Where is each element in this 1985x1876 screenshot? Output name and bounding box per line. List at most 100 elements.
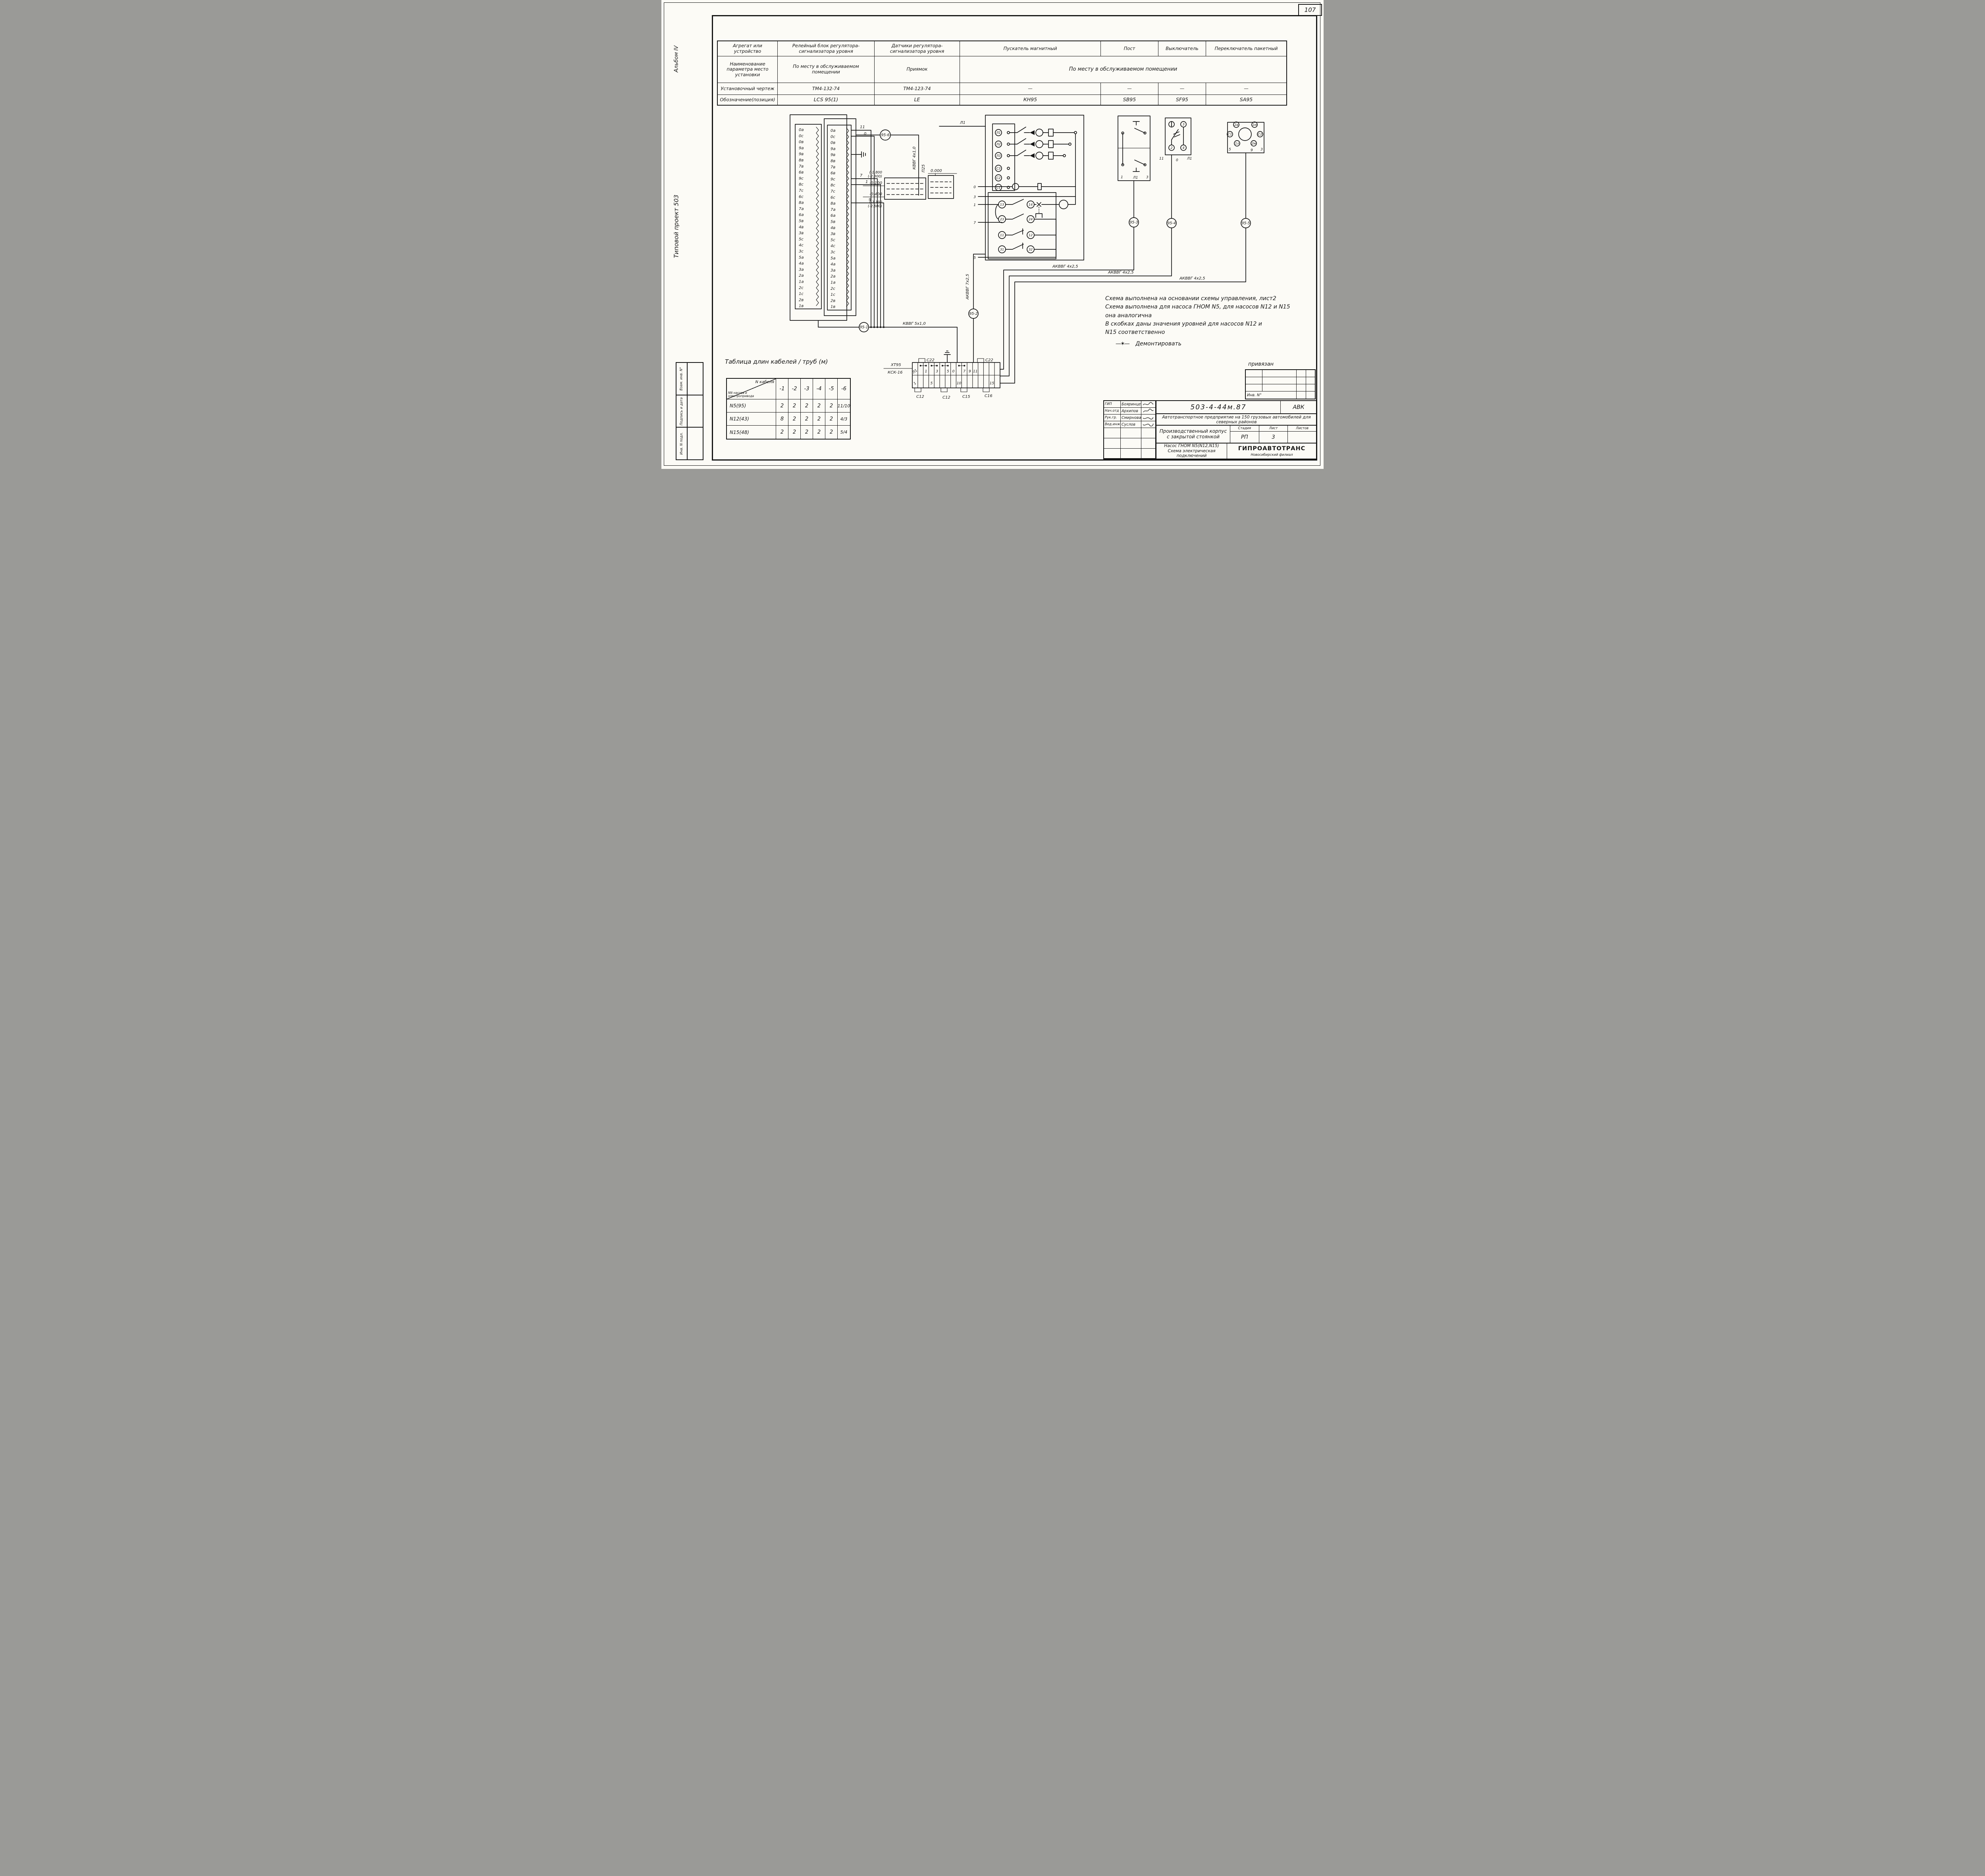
connector-95-5-label: 95-5 [1241,221,1250,226]
strip-top-9: 9 [969,370,971,374]
terminal-label: 1а [831,281,836,285]
note-line: Схема выполнена для насоса ГНОМ N5, для … [1105,304,1290,310]
ct-designation: КН95 [960,95,1101,105]
reference-stamp: привязан Инв. N° [1245,361,1316,401]
terminal-label: 8в [831,159,835,164]
cable-table-corner: N кабеля NN насоса и электропривода [727,379,776,399]
cable-col: -6 [838,379,850,399]
note-demontage: —✶— Демонтировать [1105,340,1306,348]
drawing-sheet: 107 Альбом IV Типовой проект 503 Взам. и… [661,0,1324,469]
starter-term-c2: С2 [996,176,1001,180]
tag-c12-2: С12 [942,395,950,400]
terminal-label: 3с [831,250,835,255]
terminal-label: 5а [831,256,836,260]
strip-jumpers [919,365,966,366]
cable-col: -3 [801,379,813,399]
terminal-label: 4с [831,244,835,249]
sensor-circuit: 95-6 КВВГ 4х1,0 П25 (-1.800 (-2.300) -0.… [856,129,957,208]
sump-tank [884,175,954,200]
ct-col-title: Пускатель магнитный [960,41,1101,56]
terminal-label: 6в [799,170,804,175]
cable-val: 5/4 [840,430,848,435]
demontage-symbol: —✶— [1116,341,1130,347]
title-block-signatures: ГИП Бояринцев Нач.отд Архипов Рук.гр. См… [1104,401,1156,459]
terminal-label: 9в [831,153,835,157]
inventory-label: Инв. N° [1246,391,1297,399]
relay-terminal-labels-left: 0а0с0в9а9в8в7в6в9с8с7с6с8а7а6а5в4в3в5с4с… [799,128,804,308]
strip-cable-tags: С22 С22 С12 С12 С15 С16 [914,358,993,400]
relay-ground-icon [851,151,866,158]
terminal-label: 0с [799,134,804,138]
ct-col-title: Переключатель пакетный [1206,41,1286,56]
terminal-label: 5с [799,237,804,241]
margin-stamp-row: Подпись и дата [676,395,703,428]
tag-c12-1: С12 [916,395,924,399]
sump-right [928,175,954,199]
tube-label: П25 [921,164,926,172]
breaker-box [1165,118,1191,155]
cable-val: 4/3 [838,413,850,426]
organization-name: ГИПРОАВТОТРАНС [1238,445,1306,452]
packet-p2: 1м [1252,123,1257,127]
signature [1143,417,1154,420]
link-13-23 [995,204,999,220]
role-name: Суслов [1121,421,1141,428]
object-name: Автотранспортное предприятие на 150 груз… [1156,414,1316,426]
post-label-3: 3 [1146,175,1149,179]
tag-c16: С16 [985,394,992,398]
sheet-value: 3 [1259,432,1288,443]
contact-13: 13 [1000,203,1004,206]
packet-p3: С1 [1228,133,1232,136]
terminal-label: 4а [831,262,836,267]
margin-stamp-row: Взам. инв. N° [676,363,703,395]
level-up2: (-2.300) [868,175,882,179]
page-number-box: 107 [1298,4,1322,16]
cable-label-relay: КВВГ 5х1,0 [903,322,926,326]
connector-95-1-label: 95-1 [860,325,868,330]
corner-top-label: N кабеля [755,380,774,384]
starter-term-l3: Л3 [996,154,1000,158]
feeder-7: 7 [973,221,976,225]
contact-11-12: 11 12 [998,228,1056,239]
packet-k9: 9 [1251,148,1253,152]
tag-c15: С15 [962,395,970,399]
breaker-t2: 3 [1182,123,1184,126]
cable-val: 2 [825,399,838,413]
terminal-label: 9а [831,147,836,151]
ct-location-merged: По месту в обслуживаемом помещении [960,56,1286,83]
coil-symbol [1012,183,1019,190]
ct-drawing: ТМ4-123-74 [875,83,960,95]
terminal-label: 7а [831,208,836,212]
terminal-label: 7с [831,189,835,194]
demontage-x-mark [1034,202,1041,207]
strip-type: КСК-16 [888,370,903,375]
terminal-label: 6в [831,171,835,175]
terminal-label: 5в [799,219,804,224]
margin-stamp-table: Взам. инв. N° Подпись и дата Инв. N подл… [676,362,703,460]
sheet-outer-border [664,2,1320,466]
cable-val: 2 [788,413,801,426]
reference-stamp-grid: Инв. N° [1245,369,1316,399]
ct-location: По месту в обслуживаемом помещении [778,56,875,83]
ct-col-title: Выключатель [1158,41,1206,56]
strip-top-0: 0 [952,370,955,374]
cable-val: 2 [801,413,813,426]
terminal-label: 8в [799,158,804,163]
ct-drawing: — [1206,83,1286,95]
cable-col: -4 [813,379,825,399]
breaker-b11: 11 [1159,157,1164,161]
ct-col-title: Датчики регулятора-сигнализатора уровня [875,41,960,56]
strip-top-3: 3 [936,370,938,374]
connector-95-3-label: 95-3 [1129,220,1138,225]
terminal-label: 4с [799,243,804,248]
cable-row-name: N15(48) [727,426,776,439]
feeder-3: 3 [973,195,976,199]
ct-designation: SF95 [1158,95,1206,105]
terminal-label: 9а [799,146,804,150]
resistor-chain-right [846,127,849,307]
cable-val: 2 [801,399,813,413]
contact-32: 32 [1029,248,1033,251]
feeder-0: 0 [973,185,976,189]
relay-terminal-labels-right: 0а0с0в9а9в8в7в6в9с8с7с6с8а7а6а5в4в3в5с4с… [831,129,836,309]
cable-val: 2 [801,426,813,439]
